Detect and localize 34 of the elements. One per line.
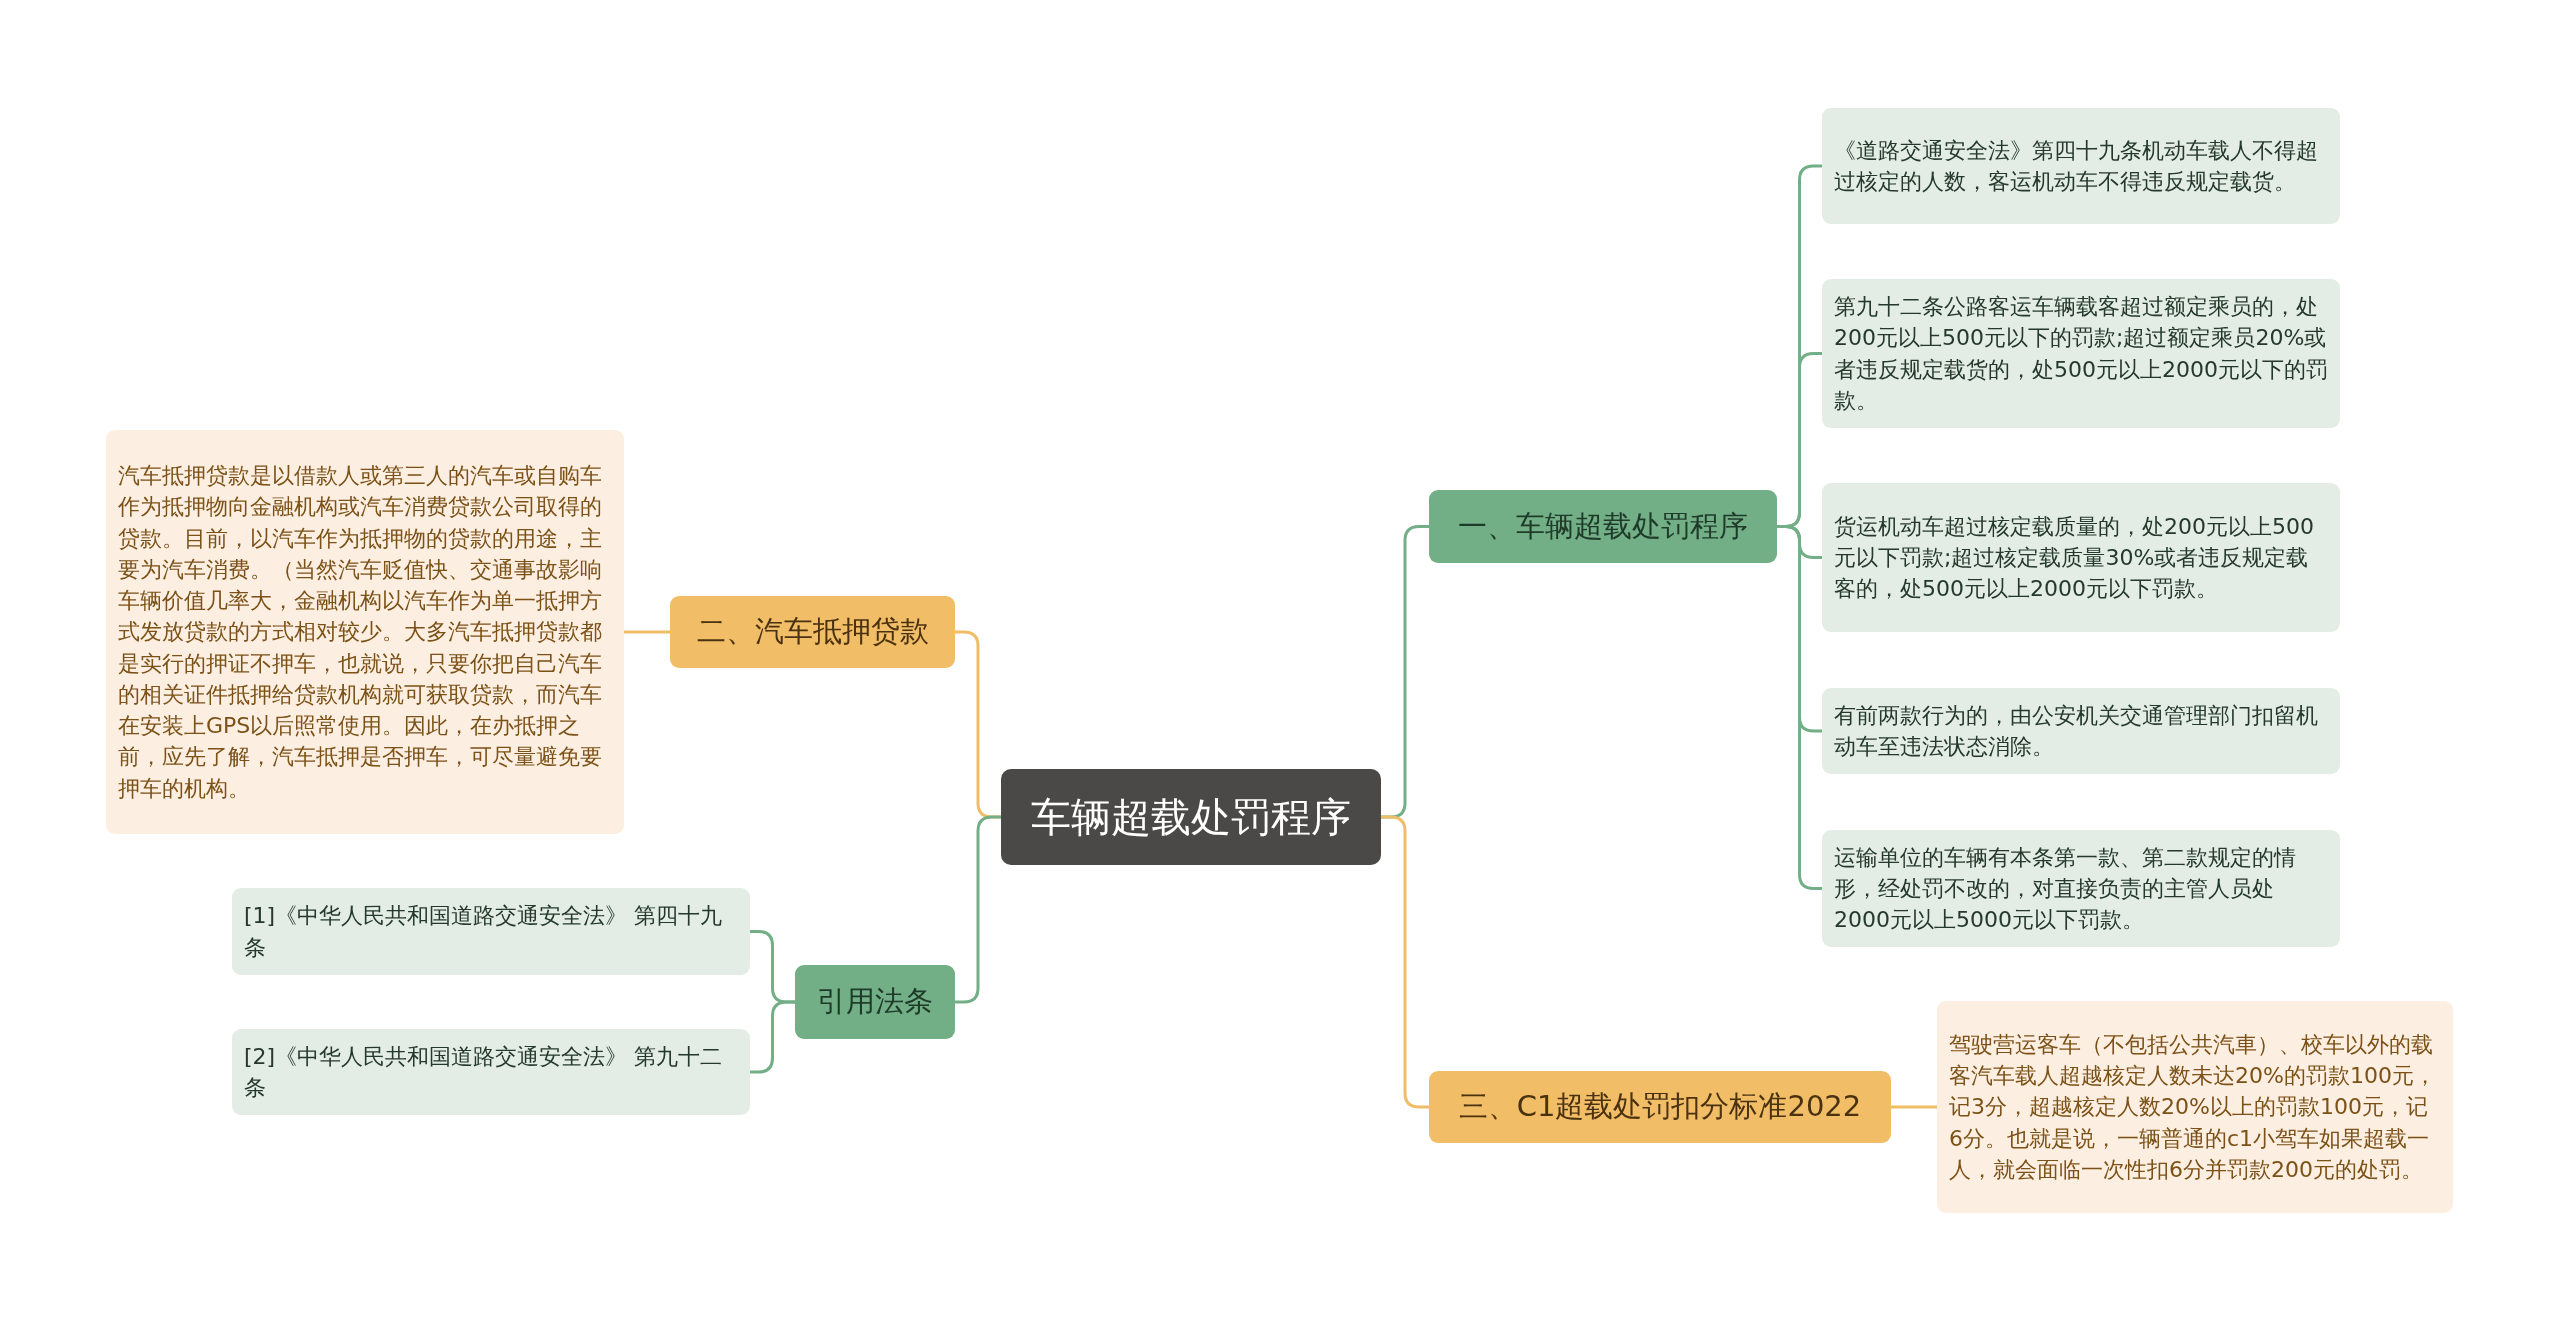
connector-line xyxy=(1891,1105,1937,1109)
note-text: 运输单位的车辆有本条第一款、第二款规定的情形，经处罚不改的，对直接负责的主管人员处2000元以上5000元以下罚款。 xyxy=(1834,843,2297,935)
connector-line xyxy=(624,630,670,634)
connector-line xyxy=(750,1000,795,1074)
connector-line xyxy=(1381,815,1429,1109)
connector-line xyxy=(955,815,1001,1004)
topic-label: 三、C1超载处罚扣分标准2022 xyxy=(1458,1088,1862,1125)
note-text: [1]《中华人民共和国道路交通安全法》 第四十九条 xyxy=(244,902,724,962)
topic-label: 车辆超载处罚程序 xyxy=(1031,792,1351,842)
branch-topic xyxy=(670,596,955,668)
leaf-card xyxy=(1822,688,2340,774)
leaf-card xyxy=(232,1029,750,1115)
branch-topic xyxy=(795,965,955,1039)
leaf-card xyxy=(232,888,750,975)
leaf-card xyxy=(1822,483,2340,632)
connector-line xyxy=(1777,525,1822,890)
leaf-card xyxy=(1937,1001,2453,1213)
topic-label: 引用法条 xyxy=(817,983,933,1020)
leaf-card xyxy=(1822,830,2340,947)
note-text: 《道路交通安全法》第四十九条机动车载人不得超过核定的人数，客运机动车不得违反规定载货。 xyxy=(1834,136,2319,196)
central-topic xyxy=(1001,769,1381,865)
note-text: 货运机动车超过核定载质量的，处200元以上500元以下罚款;超过核定载质量30%或者违反规定载客的，处500元以上2000元以下罚款。 xyxy=(1834,512,2315,604)
branch-topic xyxy=(1429,1071,1891,1143)
leaf-card xyxy=(106,430,624,834)
leaf-card xyxy=(1822,279,2340,428)
leaf-card xyxy=(1822,108,2340,224)
topic-label: 一、车辆超载处罚程序 xyxy=(1458,507,1748,545)
topic-label: 二、汽车抵押贷款 xyxy=(696,613,929,650)
note-text: 有前两款行为的，由公安机关交通管理部门扣留机动车至违法状态消除。 xyxy=(1834,701,2319,761)
note-text: 第九十二条公路客运车辆载客超过额定乘员的，处200元以上500元以下的罚款;超过额定乘员20%或者违反规定载货的，处500元以上2000元以下的罚款。 xyxy=(1834,293,2328,415)
note-text: 驾驶营运客车（不包括公共汽車）、校车以外的载客汽车载人超越核定人数未达20%的罚款100元，记3分，超越核定人数20%以上的罚款100元，记6分。也就是说，一辆普通的c1小驾车如果超载一人，就会面临一次性扣6分并罚款200元的处罚。 xyxy=(1949,1030,2437,1184)
note-text: [2]《中华人民共和国道路交通安全法》 第九十二条 xyxy=(244,1042,724,1102)
branch-topic xyxy=(1429,490,1777,563)
note-text: 汽车抵押贷款是以借款人或第三人的汽车或自购车作为抵押物向金融机构或汽车消费贷款公司取得的贷款。目前，以汽车作为抵押物的贷款的用途，主要为汽车消费。（当然汽车贬值快、交通事故影响车辆价值几率大，金融机构以汽车作为单一抵押方式发放贷款的方式相对较少。大多汽车抵押贷款都是实行的押证不押车，也就说，只要你把自己汽车的相关证件抵押给贷款机构就可获取贷款，而汽车在安装上GPS以后照常使用。因此，在办抵押之前，应先了解，汽车抵押是否押车，可尽量避免要押车的机构。 xyxy=(118,462,603,803)
